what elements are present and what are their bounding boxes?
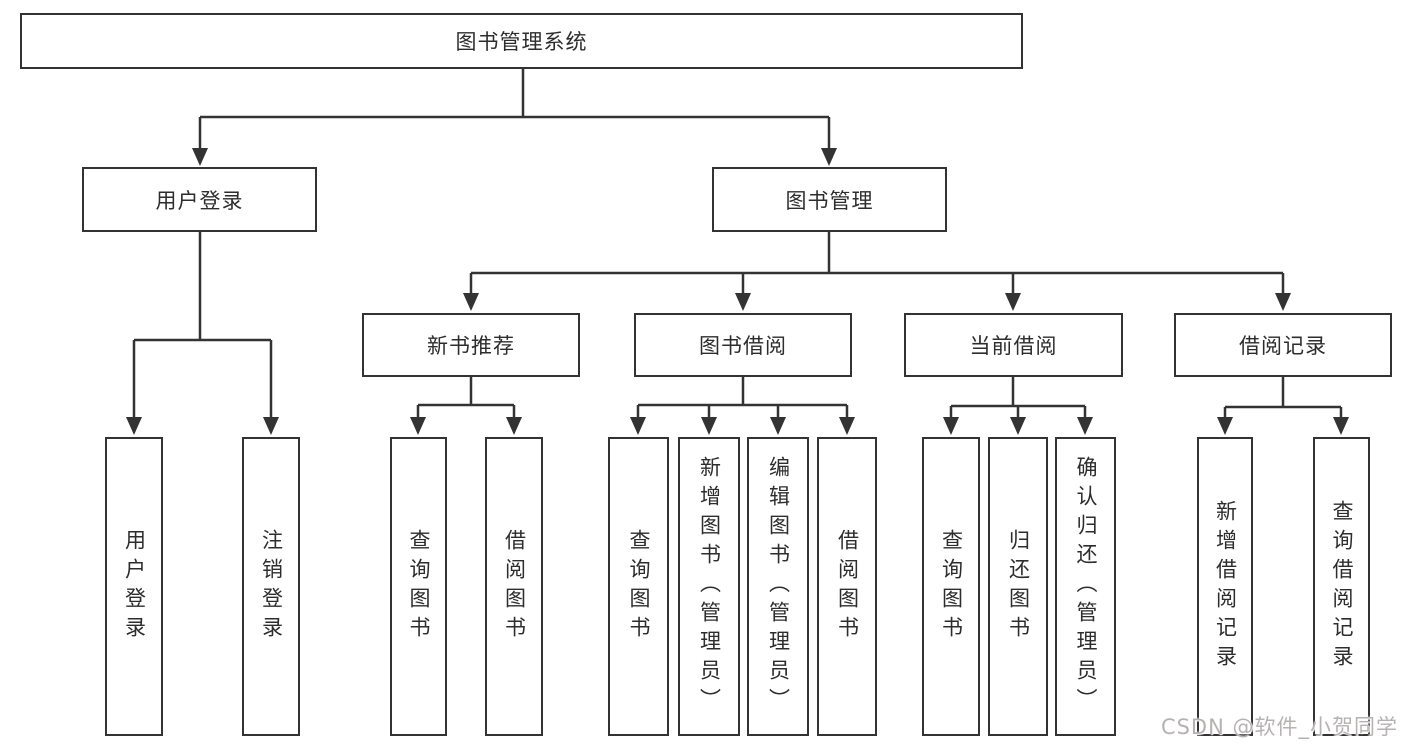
- leaf-query-books-current: 查询图书: [922, 437, 980, 736]
- node-book-mgmt: 图书管理: [712, 167, 947, 232]
- arrowhead: [839, 417, 855, 435]
- arrowhead: [1333, 417, 1349, 435]
- connector-new-book: [410, 377, 522, 435]
- arrowhead: [1077, 417, 1093, 435]
- node-new-book-recommend: 新书推荐: [362, 313, 580, 377]
- leaf-borrow-books-recommend: 借阅图书: [485, 437, 543, 736]
- arrowhead: [770, 417, 786, 435]
- watermark: CSDN @软件_小贺同学: [1160, 715, 1398, 739]
- connector-user-login: [126, 232, 279, 435]
- connector-book-borrow: [630, 377, 855, 435]
- arrowhead: [735, 293, 751, 311]
- leaf-borrow-books-borrowing: 借阅图书: [817, 437, 877, 736]
- arrowhead: [192, 148, 208, 166]
- leaf-confirm-return-admin: 确认归还（管理员）: [1055, 437, 1116, 736]
- arrowhead: [506, 417, 522, 435]
- arrowhead: [1010, 417, 1026, 435]
- node-book-borrowing: 图书借阅: [634, 313, 852, 377]
- arrowhead: [263, 417, 279, 435]
- leaf-user-login: 用户登录: [105, 437, 163, 736]
- leaf-query-books-borrowing: 查询图书: [608, 437, 669, 736]
- arrowhead: [1217, 417, 1233, 435]
- leaf-add-borrow-record: 新增借阅记录: [1197, 437, 1253, 736]
- node-current-borrowing: 当前借阅: [904, 313, 1123, 377]
- arrowhead: [630, 417, 646, 435]
- node-root: 图书管理系统: [20, 13, 1023, 69]
- arrowhead: [1005, 293, 1021, 311]
- arrowhead: [943, 417, 959, 435]
- arrowhead: [463, 293, 479, 311]
- connector-current-borrow: [943, 377, 1093, 435]
- arrowhead: [821, 148, 837, 166]
- connector-root: [192, 69, 837, 166]
- arrowhead: [410, 417, 426, 435]
- node-borrowing-records: 借阅记录: [1174, 313, 1392, 377]
- arrowhead: [701, 417, 717, 435]
- arrowhead: [1275, 293, 1291, 311]
- leaf-edit-books-admin: 编辑图书（管理员）: [747, 437, 809, 736]
- leaf-return-books: 归还图书: [988, 437, 1048, 736]
- leaf-logout: 注销登录: [242, 437, 300, 736]
- connector-book-mgmt: [463, 232, 1291, 311]
- connector-borrow-records: [1217, 377, 1349, 435]
- node-user-login: 用户登录: [82, 167, 317, 232]
- leaf-query-borrow-record: 查询借阅记录: [1313, 437, 1370, 736]
- leaf-query-books-recommend: 查询图书: [390, 437, 447, 736]
- arrowhead: [126, 417, 142, 435]
- leaf-add-books-admin: 新增图书（管理员）: [678, 437, 740, 736]
